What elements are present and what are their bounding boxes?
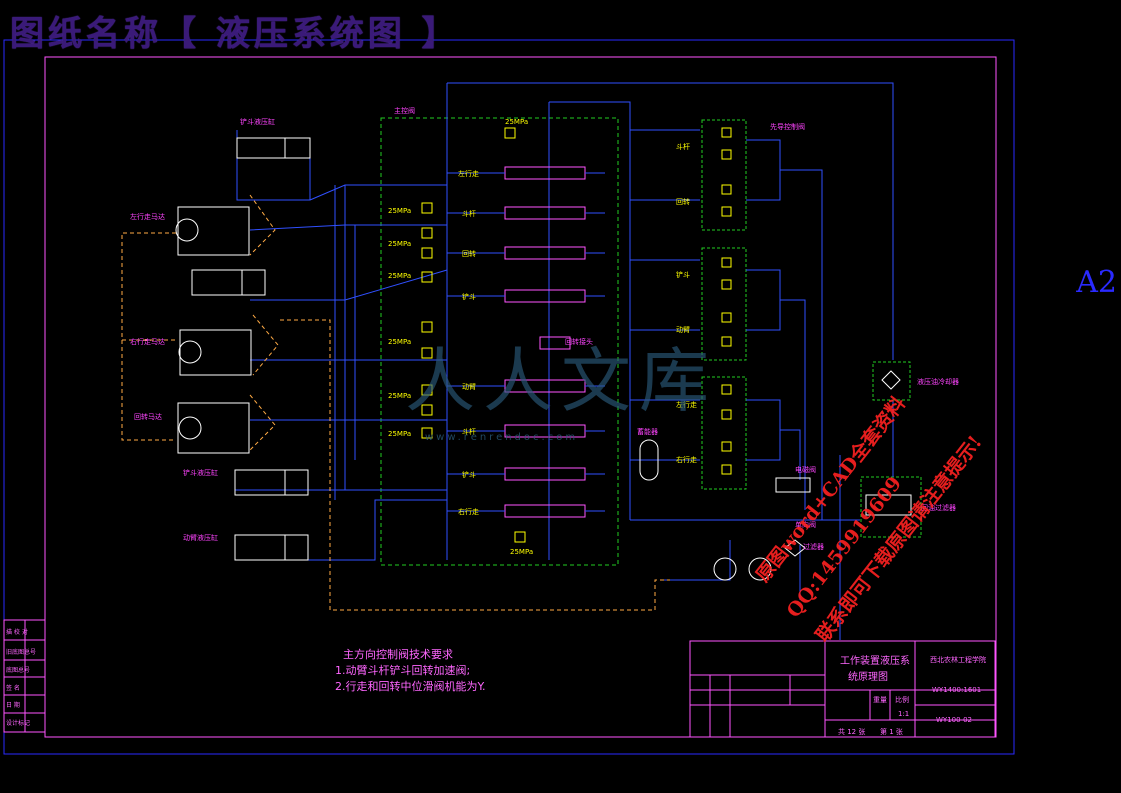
pressure-tag: 25MPa bbox=[388, 240, 412, 248]
cooler-box bbox=[872, 361, 911, 401]
strip-cell: 旧底图总号 bbox=[6, 649, 37, 656]
boom-cylinder-label: 铲斗液压缸 bbox=[183, 469, 218, 477]
pilot-box-2 bbox=[701, 247, 747, 361]
valve-row-label: 左行走 bbox=[458, 170, 479, 178]
inner-frame bbox=[44, 56, 997, 738]
sheet-total: 共 12 张 bbox=[838, 728, 866, 736]
check-valve-label: 单向阀 bbox=[795, 521, 816, 529]
main-valve-box bbox=[380, 117, 619, 566]
pilot-label: 动臂 bbox=[676, 326, 690, 334]
pilot-valve-label: 先导控制阀 bbox=[770, 123, 805, 131]
pressure-tag: 25MPa bbox=[510, 548, 534, 556]
valve-row-label: 斗杆 bbox=[462, 428, 476, 436]
valve-row-label: 回转 bbox=[462, 250, 476, 258]
left-travel-motor-label: 左行走马达 bbox=[130, 213, 165, 221]
school-name: 西北农林工程学院 bbox=[930, 656, 986, 664]
pressure-tag: 25MPa bbox=[388, 392, 412, 400]
tech-note-item: 2.行走和回转中位滑阀机能为Y. bbox=[335, 680, 486, 693]
center-joint-label: 回转接头 bbox=[565, 338, 593, 346]
valve-row-label: 铲斗 bbox=[462, 293, 476, 301]
watermark-logo: 人人文库 bbox=[405, 340, 717, 422]
valve-row-label: 右行走 bbox=[458, 508, 479, 516]
right-travel-motor-label: 右行走马达 bbox=[130, 338, 165, 346]
sheet-size-label: A2 bbox=[1076, 265, 1117, 300]
valve-row-label: 斗杆 bbox=[462, 210, 476, 218]
scale-label: 比例 bbox=[895, 696, 909, 704]
drawing-name-line-2: 统原理图 bbox=[848, 672, 888, 683]
sheet-number: 第 1 张 bbox=[880, 728, 903, 736]
pressure-tag: 25MPa bbox=[388, 430, 412, 438]
outer-frame bbox=[3, 39, 1015, 755]
pilot-label: 回转 bbox=[676, 198, 690, 206]
strip-cell: 描 校 对 bbox=[6, 629, 28, 636]
drawing-name-banner: 图纸名称【 液压系统图 】 bbox=[10, 14, 460, 54]
pilot-box-1 bbox=[701, 119, 747, 231]
filter-box bbox=[860, 476, 922, 538]
strip-cell: 签 名 bbox=[6, 685, 20, 692]
scale-value: 1:1 bbox=[898, 710, 910, 718]
drawing-name-line-1: 工作装置液压系 bbox=[840, 656, 910, 667]
pressure-tag: 25MPa bbox=[388, 272, 412, 280]
strip-cell: 底图总号 bbox=[6, 667, 31, 674]
pilot-label: 斗杆 bbox=[676, 143, 690, 151]
oil-cooler-label: 液压油冷却器 bbox=[917, 378, 959, 386]
strip-cell: 日 期 bbox=[6, 702, 20, 709]
pilot-label: 左行走 bbox=[676, 401, 697, 409]
pressure-tag: 25MPa bbox=[388, 338, 412, 346]
accumulator-label: 蓄能器 bbox=[637, 428, 658, 436]
weight-label: 重量 bbox=[873, 696, 887, 704]
tech-notes-heading: 主方向控制阀技术要求 bbox=[343, 648, 453, 661]
drawing-code-2: WY100-02 bbox=[936, 716, 972, 724]
valve-row-label: 动臂 bbox=[462, 383, 476, 391]
bucket-cylinder-label: 铲斗液压缸 bbox=[240, 118, 275, 126]
pilot-label: 右行走 bbox=[676, 456, 697, 464]
pressure-tag: 25MPa bbox=[505, 118, 529, 126]
drawing-code-1: WY1400:1601 bbox=[932, 686, 982, 694]
tech-note-item: 1.动臂斗杆铲斗回转加速阀; bbox=[335, 664, 471, 677]
valve-row-label: 铲斗 bbox=[462, 471, 476, 479]
filter-label: 过滤器 bbox=[803, 543, 824, 551]
pilot-box-3 bbox=[701, 376, 747, 490]
strip-cell: 设计标记 bbox=[6, 720, 31, 727]
pressure-tag: 25MPa bbox=[388, 207, 412, 215]
swing-motor-label: 回转马达 bbox=[134, 413, 162, 421]
pilot-label: 铲斗 bbox=[676, 271, 690, 279]
arm-cylinder-label: 动臂液压缸 bbox=[183, 534, 218, 542]
main-valve-label: 主控阀 bbox=[394, 107, 415, 115]
watermark-url: www.renrendoc.com bbox=[425, 432, 579, 443]
solenoid-valve-label: 电磁阀 bbox=[795, 466, 816, 474]
technical-notes: 主方向控制阀技术要求 1.动臂斗杆铲斗回转加速阀; 2.行走和回转中位滑阀机能为… bbox=[335, 647, 485, 695]
return-filter-label: 回油过滤器 bbox=[921, 504, 956, 512]
